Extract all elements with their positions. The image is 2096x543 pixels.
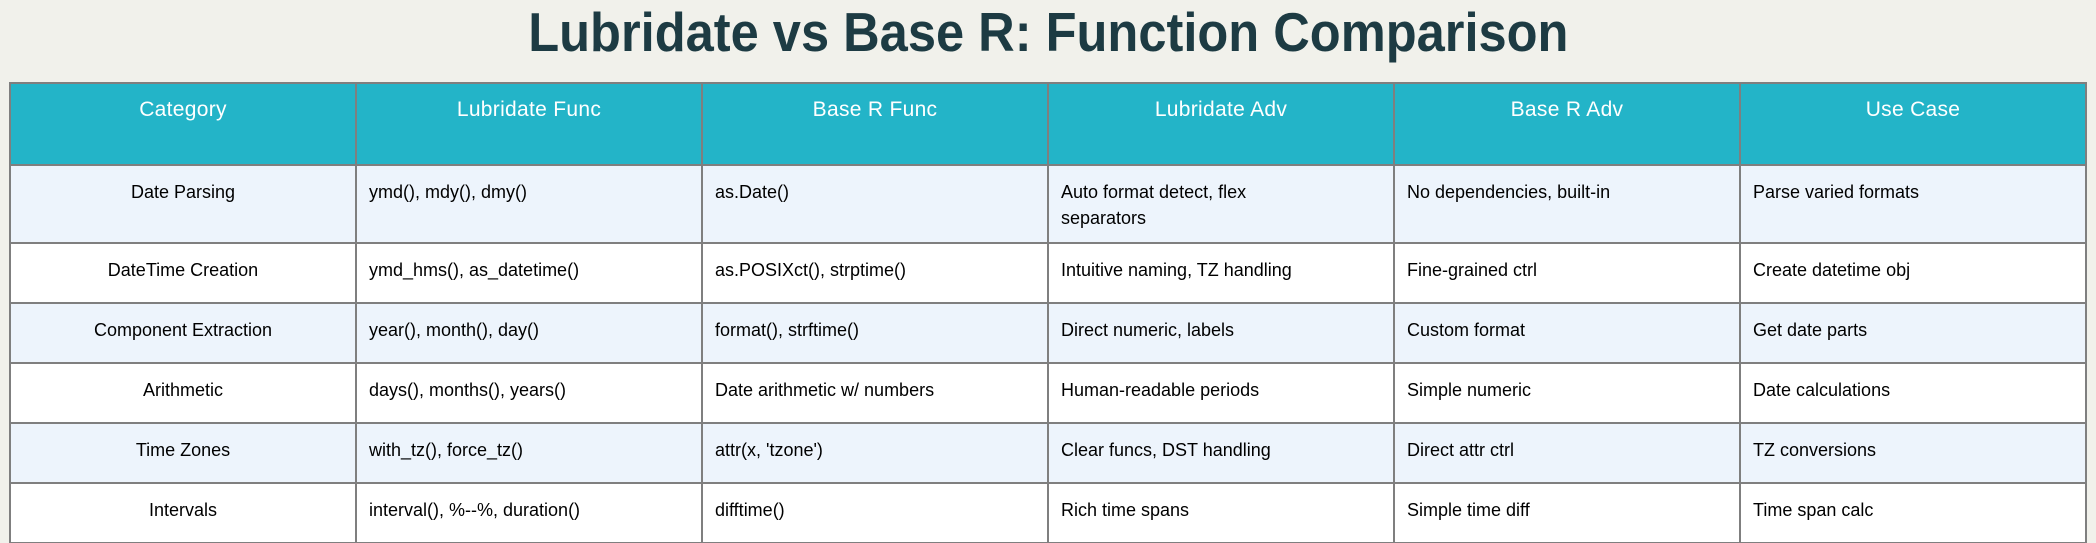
column-header-lubridate-adv: Lubridate Adv	[1047, 82, 1395, 166]
table-cell: Time Zones	[9, 422, 357, 484]
table-cell: ymd(), mdy(), dmy()	[355, 164, 703, 244]
table-cell: Date Parsing	[9, 164, 357, 244]
table-cell: Human-readable periods	[1047, 362, 1395, 424]
table-cell: with_tz(), force_tz()	[355, 422, 703, 484]
table-row-time-zones: Time Zones with_tz(), force_tz() attr(x,…	[9, 422, 2087, 484]
table-cell: DateTime Creation	[9, 242, 357, 304]
comparison-table: Category Lubridate Func Base R Func Lubr…	[9, 82, 2087, 543]
table-row-arithmetic: Arithmetic days(), months(), years() Dat…	[9, 362, 2087, 424]
page-title: Lubridate vs Base R: Function Comparison	[0, 0, 2096, 64]
table-cell: Parse varied formats	[1739, 164, 2087, 244]
table-cell: Intervals	[9, 482, 357, 543]
column-header-use-case: Use Case	[1739, 82, 2087, 166]
table-cell: TZ conversions	[1739, 422, 2087, 484]
table-row-date-parsing: Date Parsing ymd(), mdy(), dmy() as.Date…	[9, 164, 2087, 244]
table-cell: ymd_hms(), as_datetime()	[355, 242, 703, 304]
table-cell: Simple numeric	[1393, 362, 1741, 424]
table-cell: Intuitive naming, TZ handling	[1047, 242, 1395, 304]
table-cell: interval(), %--%, duration()	[355, 482, 703, 543]
table-cell: Custom format	[1393, 302, 1741, 364]
table-cell: days(), months(), years()	[355, 362, 703, 424]
column-header-base-r-func: Base R Func	[701, 82, 1049, 166]
table-row-datetime-creation: DateTime Creation ymd_hms(), as_datetime…	[9, 242, 2087, 304]
table-cell: as.POSIXct(), strptime()	[701, 242, 1049, 304]
page-title-text: Lubridate vs Base R: Function Comparison	[527, 1, 1569, 63]
table-cell: Create datetime obj	[1739, 242, 2087, 304]
table-row-component-extraction: Component Extraction year(), month(), da…	[9, 302, 2087, 364]
header-row: Category Lubridate Func Base R Func Lubr…	[9, 82, 2087, 166]
table-cell: Time span calc	[1739, 482, 2087, 543]
table-cell: Arithmetic	[9, 362, 357, 424]
table-cell: year(), month(), day()	[355, 302, 703, 364]
table-cell: difftime()	[701, 482, 1049, 543]
table-cell: Direct attr ctrl	[1393, 422, 1741, 484]
table-cell: Get date parts	[1739, 302, 2087, 364]
column-header-category: Category	[9, 82, 357, 166]
table-cell: format(), strftime()	[701, 302, 1049, 364]
table-row-intervals: Intervals interval(), %--%, duration() d…	[9, 482, 2087, 543]
table-cell: attr(x, 'tzone')	[701, 422, 1049, 484]
table-cell: Auto format detect, flex separators	[1047, 164, 1395, 244]
table-cell: Fine-grained ctrl	[1393, 242, 1741, 304]
column-header-base-r-adv: Base R Adv	[1393, 82, 1741, 166]
table-cell: No dependencies, built-in	[1393, 164, 1741, 244]
table-cell: Simple time diff	[1393, 482, 1741, 543]
table-cell: Date calculations	[1739, 362, 2087, 424]
table-cell: as.Date()	[701, 164, 1049, 244]
column-header-lubridate-func: Lubridate Func	[355, 82, 703, 166]
table-cell: Rich time spans	[1047, 482, 1395, 543]
table-cell: Direct numeric, labels	[1047, 302, 1395, 364]
table-cell: Component Extraction	[9, 302, 357, 364]
table-cell: Date arithmetic w/ numbers	[701, 362, 1049, 424]
table-cell: Clear funcs, DST handling	[1047, 422, 1395, 484]
